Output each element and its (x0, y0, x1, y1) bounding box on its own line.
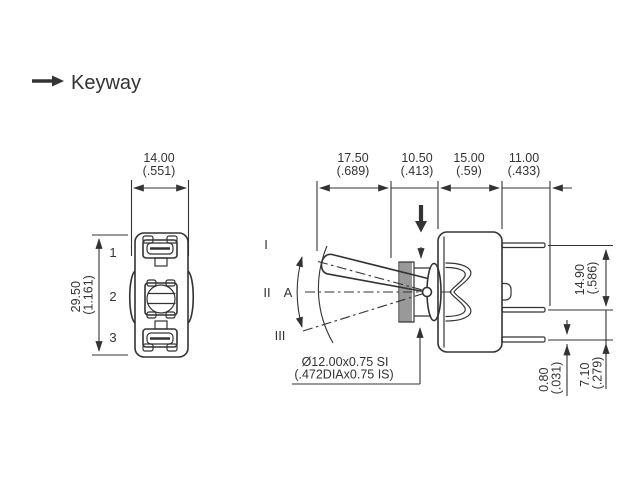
front-width-in: (.551) (143, 164, 176, 178)
blade-terminal-2 (501, 306, 546, 313)
blade-upper-spacing-text: 14.90 (.586) (573, 261, 600, 296)
position-II-label: II (263, 285, 270, 300)
keyway-label: Keyway (71, 72, 141, 94)
front-terminal-2 (144, 279, 178, 319)
side-top-dimensions: 17.50 (.689) 10.50 (.413) 15.00 (.59) 11… (316, 151, 572, 306)
blade-lower-spacing-text: 7.10 (.279) (578, 357, 605, 390)
angle-A-label: A (284, 285, 293, 300)
front-view: 14.00 (.551) 29.50 (1.161) 1 2 3 (69, 151, 195, 358)
terminal-2-label: 2 (109, 289, 116, 304)
blade-terminal-1 (501, 242, 546, 249)
thread-hatching (400, 262, 412, 322)
bushing-assembly (398, 261, 442, 323)
thread-note: Ø12.00x0.75 SI (.472DIAx0.75 IS) (292, 247, 425, 385)
terminal-3-label: 3 (109, 330, 116, 345)
front-width-mm: 14.00 (143, 151, 174, 165)
dim-10-50-mm: 10.50 (401, 151, 432, 165)
front-width-dimension: 14.00 (.551) (130, 151, 190, 256)
front-height-text: 29.50 (1.161) (69, 275, 96, 315)
middle-terminal-tab (501, 282, 512, 301)
angle-arc (295, 256, 303, 328)
terminal-1-label: 1 (109, 245, 116, 260)
dim-15-00-mm: 15.00 (453, 151, 484, 165)
blade-spacing-dimensions: 14.90 (.586) 7.10 (.279) 0.80 (.031) (537, 244, 613, 396)
thread-note-imperial: (.472DIAx0.75 IS) (294, 368, 393, 382)
blade-terminal-3 (501, 336, 546, 343)
keyway-legend: Keyway (32, 72, 141, 94)
keyway-arrow-icon (32, 75, 64, 87)
position-I-label: I (264, 237, 268, 252)
front-height-dimension: 29.50 (1.161) (69, 234, 128, 356)
lever-swing-arc (317, 245, 334, 344)
centerline-position-III (302, 290, 431, 332)
blade-thickness-text: 0.80 (.031) (537, 362, 564, 395)
dim-17-50-in: (.689) (337, 164, 370, 178)
side-body (437, 231, 546, 353)
lever-pivot (421, 286, 433, 298)
dim-11-00-mm: 11.00 (509, 151, 539, 165)
position-III-label: III (275, 328, 286, 343)
side-view: 17.50 (.689) 10.50 (.413) 15.00 (.59) 11… (263, 151, 613, 396)
front-terminal-1 (142, 235, 178, 267)
dim-15-00-in: (.59) (456, 164, 482, 178)
dim-17-50-mm: 17.50 (337, 151, 368, 165)
keyway-direction-arrow-icon (415, 205, 427, 233)
front-body (128, 232, 195, 358)
dim-11-00-in: (.433) (508, 164, 541, 178)
front-terminal-3 (142, 320, 178, 352)
thread-note-metric: Ø12.00x0.75 SI (302, 355, 389, 369)
spring-clip (445, 262, 472, 322)
dim-10-50-in: (.413) (401, 164, 434, 178)
toggle-lever (320, 253, 437, 295)
